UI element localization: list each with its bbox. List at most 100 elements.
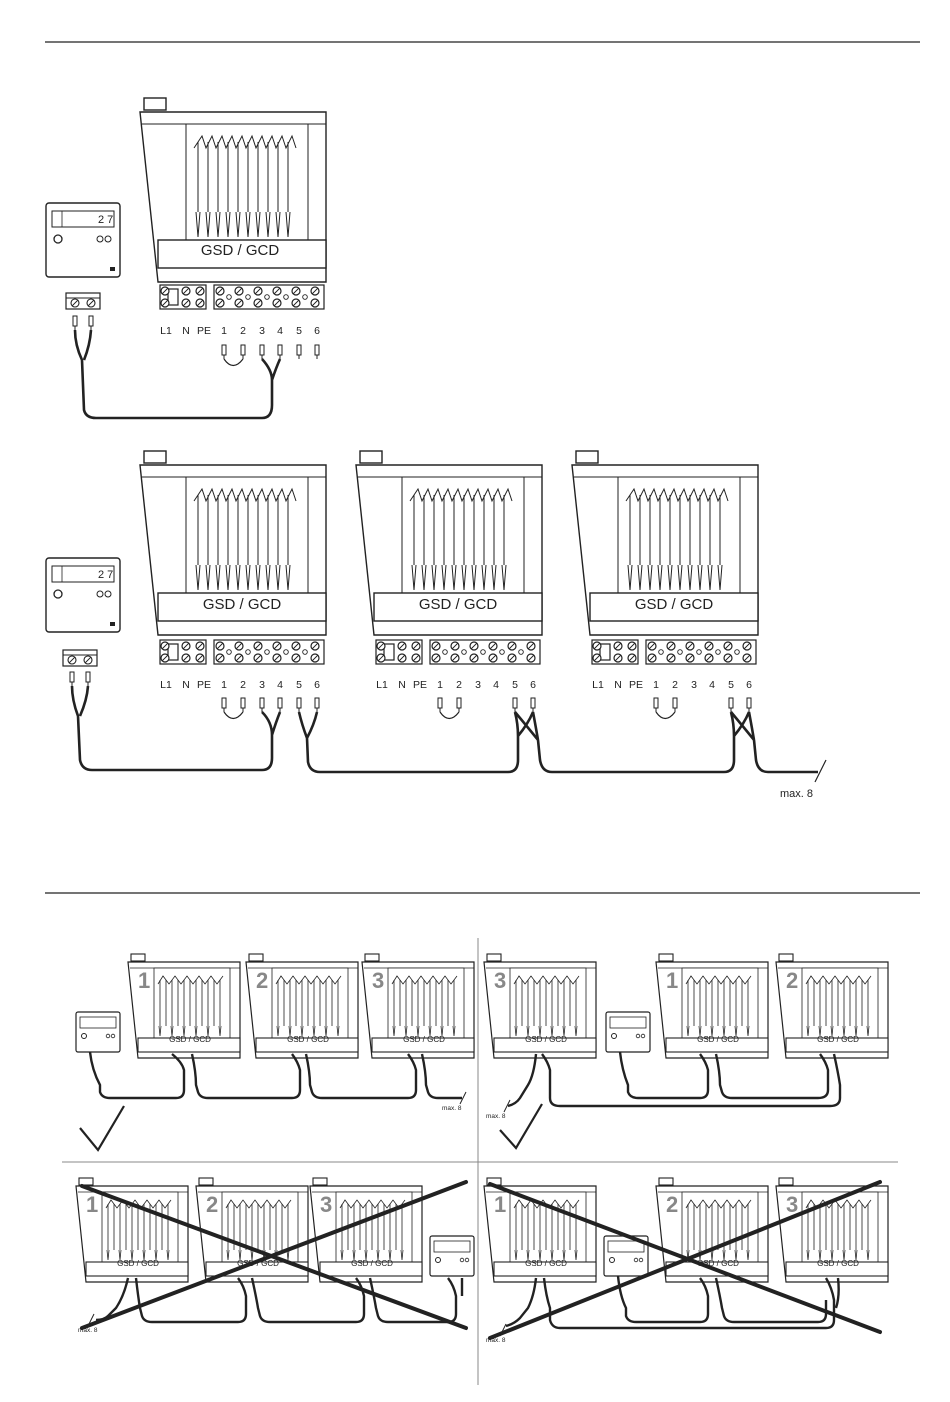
thermostat-small [429,1235,475,1277]
svg-text:N: N [182,679,190,691]
svg-text:L1: L1 [376,679,388,691]
svg-text:GSD / GCD: GSD / GCD [697,1259,739,1268]
terminal-labels-2: L1 N PE 1 2 3 4 5 6 [376,679,536,691]
svg-text:GSD / GCD: GSD / GCD [817,1259,859,1268]
svg-text:GSD / GCD: GSD / GCD [419,596,498,613]
svg-text:1: 1 [653,679,659,691]
svg-text:3: 3 [475,679,481,691]
thermostat-small [605,1011,651,1053]
svg-text:3: 3 [259,679,265,691]
svg-text:6: 6 [746,679,752,691]
svg-text:max. 8: max. 8 [486,1337,506,1344]
quadrant-correct-2: GSD / GCD GSD / GCD GSD / GCD 3 1 2 max.… [483,953,889,1150]
svg-text:GSD / GCD: GSD / GCD [117,1259,159,1268]
cross-mark [488,1180,882,1340]
quadrant-wrong-1: GSD / GCD GSD / GCD GSD / GCD 1 2 3 max.… [75,1177,475,1334]
svg-text:6: 6 [530,679,536,691]
svg-text:3: 3 [786,1192,798,1217]
svg-text:GSD / GCD: GSD / GCD [287,1035,329,1044]
svg-text:N: N [398,679,406,691]
bus-cable [70,685,818,774]
svg-text:2: 2 [206,1192,218,1217]
svg-text:PE: PE [629,679,643,691]
svg-text:5: 5 [296,325,302,337]
svg-text:2: 2 [240,679,246,691]
svg-text:3: 3 [691,679,697,691]
cross-mark [80,1180,468,1330]
svg-text:GSD / GCD: GSD / GCD [697,1035,739,1044]
svg-text:N: N [614,679,622,691]
svg-text:3: 3 [259,325,265,337]
svg-text:2: 2 [666,1192,678,1217]
svg-text:3: 3 [372,968,384,993]
svg-text:2: 2 [256,968,268,993]
svg-text:GSD / GCD: GSD / GCD [403,1035,445,1044]
thermostat-displays: 2 7 2 7 [98,214,113,581]
svg-text:1: 1 [494,1192,506,1217]
bridge-wires [223,711,676,720]
svg-text:max. 8: max. 8 [78,1327,98,1334]
svg-text:L1: L1 [592,679,604,691]
svg-text:2: 2 [672,679,678,691]
svg-text:5: 5 [512,679,518,691]
svg-text:PE: PE [197,679,211,691]
svg-text:GSD / GCD: GSD / GCD [203,596,282,613]
svg-text:4: 4 [277,679,283,691]
svg-text:max. 8: max. 8 [442,1105,462,1112]
svg-text:GSD / GCD: GSD / GCD [525,1035,567,1044]
terminal-labels: L1 N PE 1 2 3 4 5 6 [160,325,320,337]
wall-connector [62,649,98,667]
terminal-strip-1 [159,639,325,665]
terminal-labels-1: L1 N PE 1 2 3 4 5 6 [160,679,320,691]
svg-text:2: 2 [240,325,246,337]
wall-connector [65,292,101,310]
svg-text:4: 4 [709,679,715,691]
svg-text:PE: PE [413,679,427,691]
svg-text:1: 1 [221,679,227,691]
svg-text:GSD / GCD: GSD / GCD [351,1259,393,1268]
bridge-wire [223,358,244,367]
quadrant-correct-1: GSD / GCD GSD / GCD GSD / GCD 1 2 3 max.… [75,953,475,1152]
svg-text:N: N [182,325,190,337]
svg-text:2: 2 [456,679,462,691]
terminal-strip [159,284,325,310]
svg-text:5: 5 [296,679,302,691]
svg-text:L1: L1 [160,679,172,691]
check-mark [79,1105,125,1152]
figure-single-heater: GSD / GCD L1 N PE 1 2 3 4 5 6 [45,97,327,420]
svg-text:1: 1 [221,325,227,337]
svg-text:GSD / GCD: GSD / GCD [169,1035,211,1044]
svg-text:4: 4 [277,325,283,337]
svg-text:1: 1 [86,1192,98,1217]
svg-text:3: 3 [494,968,506,993]
unit-label: GSD / GCD [201,242,280,259]
svg-text:6: 6 [314,325,320,337]
svg-text:6: 6 [314,679,320,691]
terminal-labels-3: L1 N PE 1 2 3 4 5 6 [592,679,752,691]
svg-text:1: 1 [138,968,150,993]
svg-text:PE: PE [197,325,211,337]
svg-text:5: 5 [728,679,734,691]
check-mark [499,1103,543,1150]
svg-text:GSD / GCD: GSD / GCD [635,596,714,613]
svg-text:1: 1 [666,968,678,993]
svg-text:2: 2 [786,968,798,993]
svg-text:max. 8: max. 8 [486,1113,506,1120]
svg-text:2 7: 2 7 [98,214,113,226]
svg-text:L1: L1 [160,325,172,337]
svg-text:1: 1 [437,679,443,691]
max-label: max. 8 [780,788,813,800]
figure-chain: GSD / GCD GSD / GCD GSD / GCD L1 N PE 1 … [45,450,827,800]
svg-text:2 7: 2 7 [98,569,113,581]
svg-text:GSD / GCD: GSD / GCD [525,1259,567,1268]
svg-text:4: 4 [493,679,499,691]
quadrant-wrong-2: GSD / GCD GSD / GCD GSD / GCD 1 2 3 max.… [483,1177,889,1344]
bus-cable [73,329,282,420]
svg-text:3: 3 [320,1192,332,1217]
svg-text:GSD / GCD: GSD / GCD [237,1259,279,1268]
svg-text:GSD / GCD: GSD / GCD [817,1035,859,1044]
thermostat-small [75,1011,121,1053]
terminal-strip-3 [591,639,757,665]
terminal-strip-2 [375,639,541,665]
